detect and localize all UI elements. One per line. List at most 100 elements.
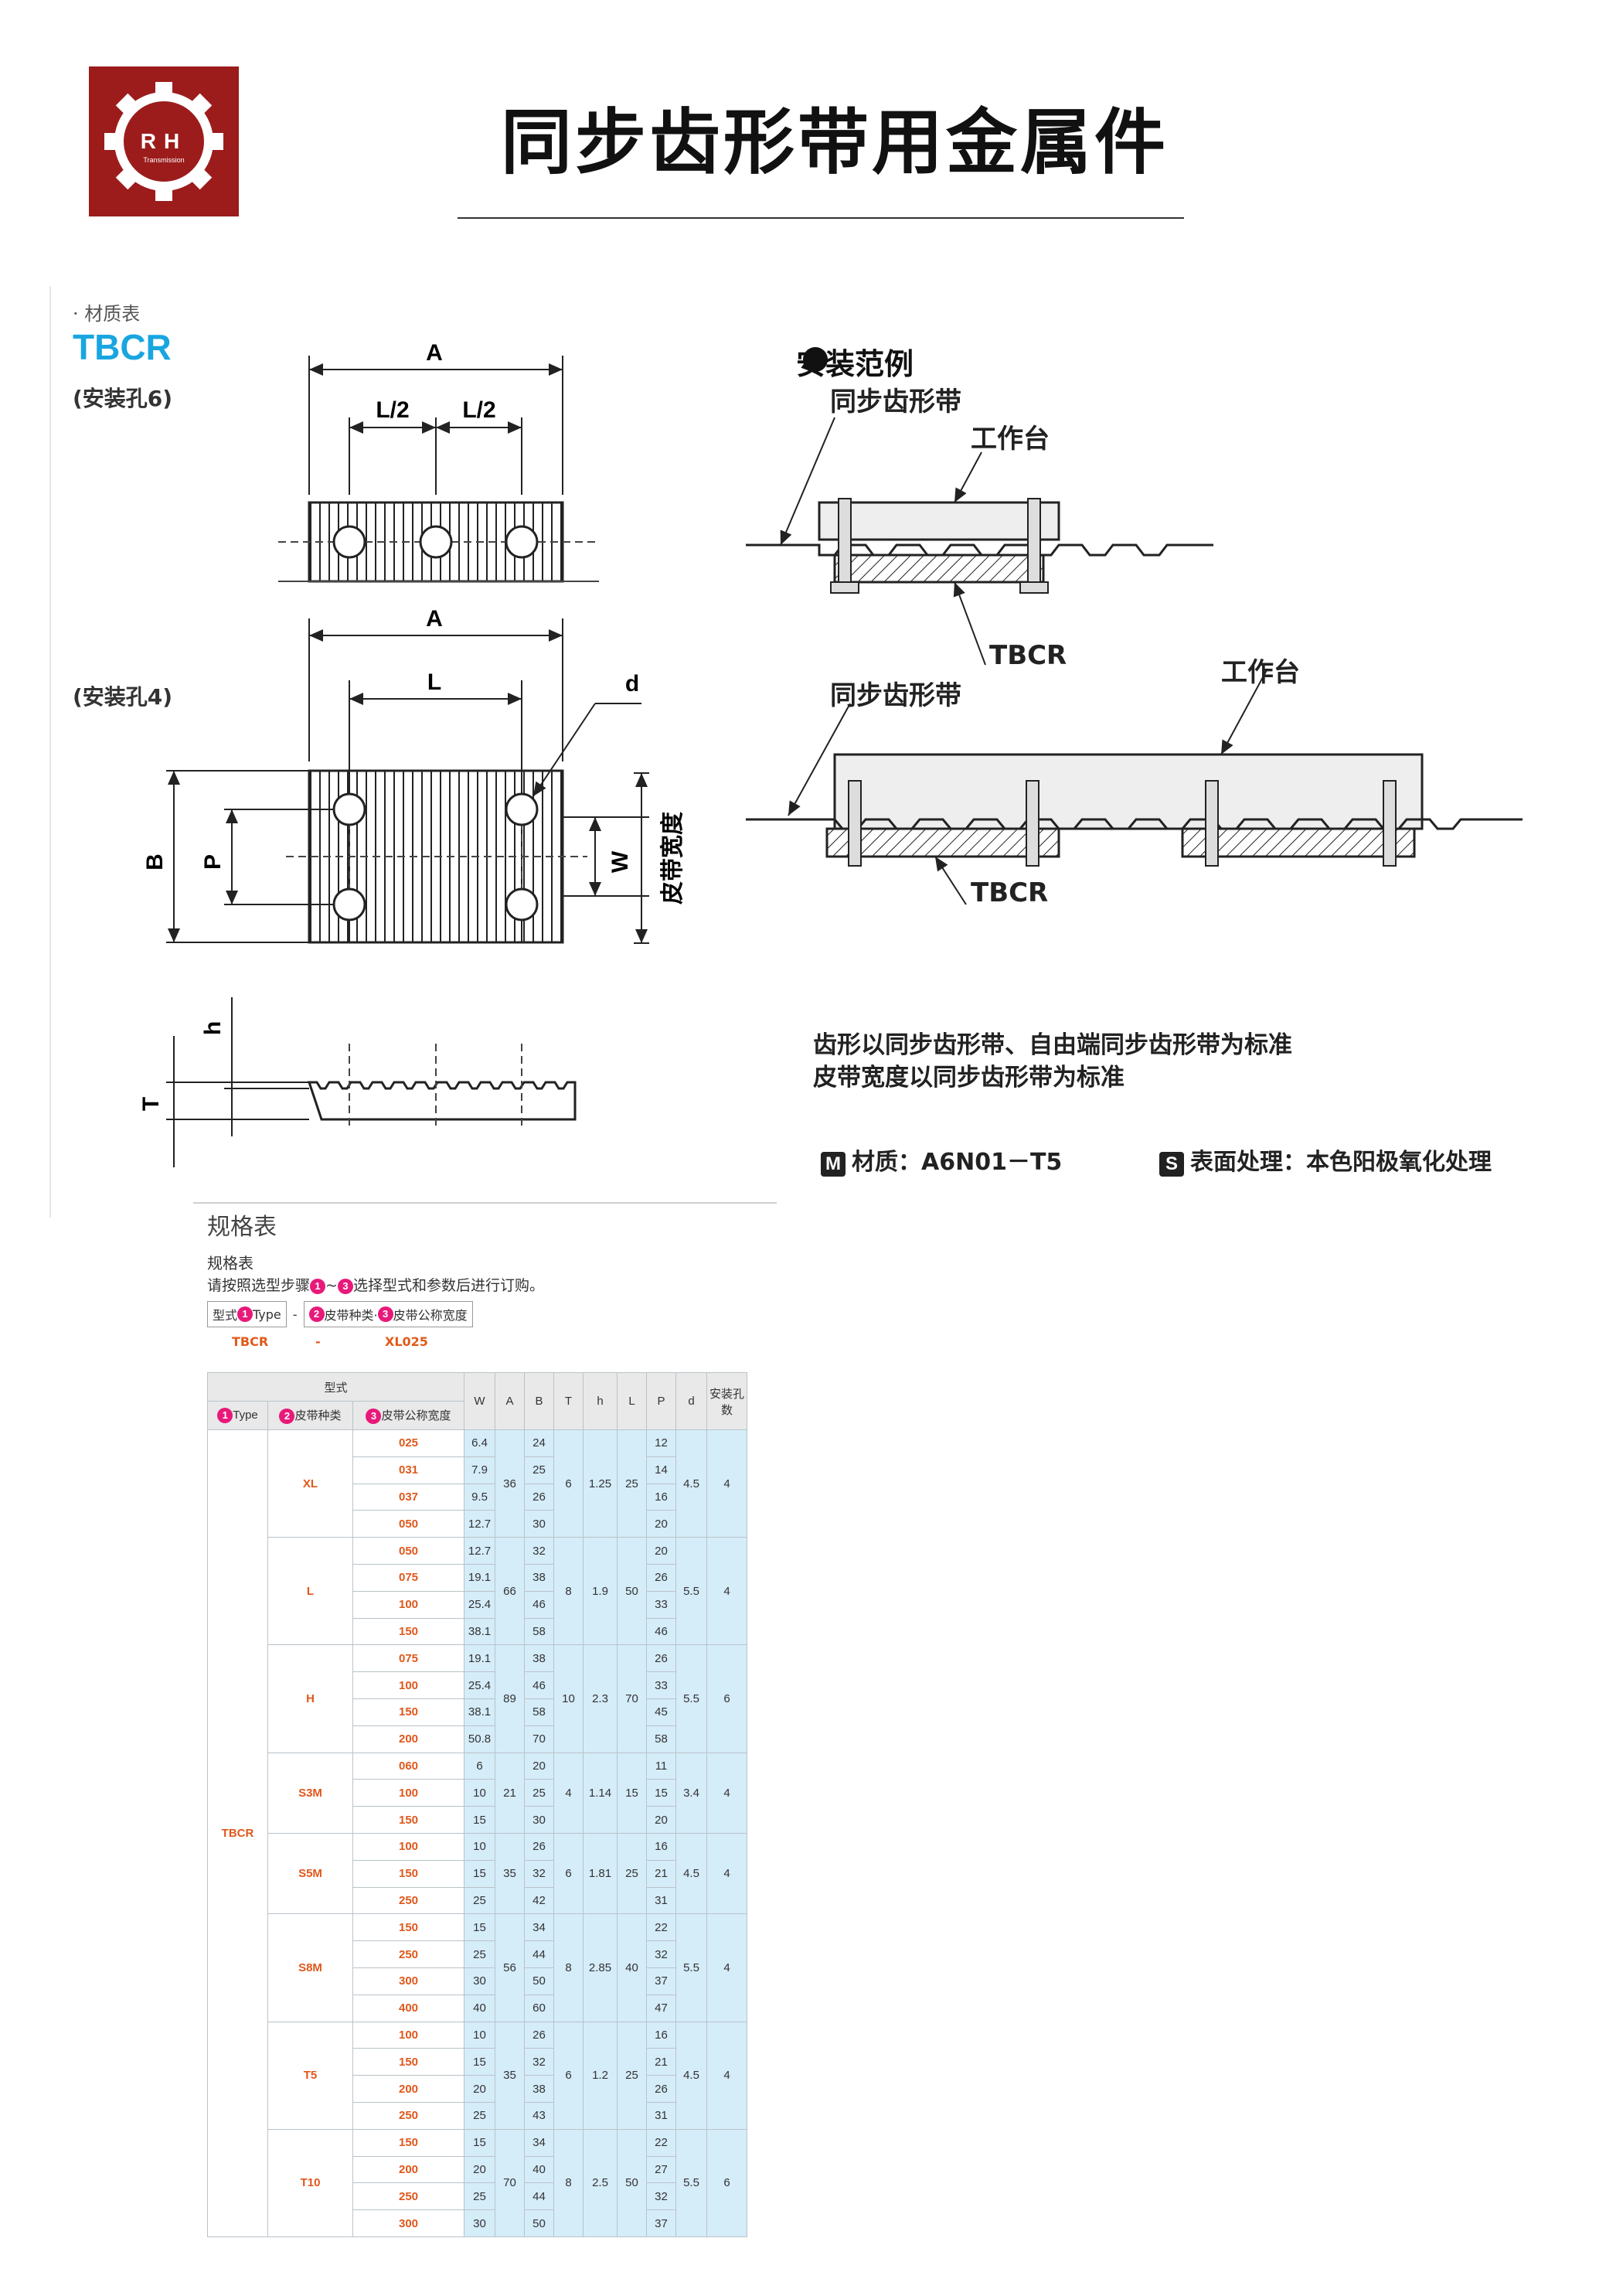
w-cell: 7.9 [464, 1456, 495, 1484]
p-cell: 20 [646, 1537, 676, 1565]
width-code-cell: 075 [352, 1644, 464, 1673]
w-cell: 15 [464, 1806, 495, 1834]
b-cell: 30 [524, 1510, 554, 1538]
b-cell: 25 [524, 1779, 554, 1807]
p-cell: 16 [646, 1483, 676, 1511]
w-cell: 25.4 [464, 1671, 495, 1699]
p-cell: 21 [646, 1859, 676, 1888]
w-cell: 40 [464, 1994, 495, 2022]
plate-6-holes [278, 356, 599, 583]
width-code-cell: 300 [352, 2209, 464, 2237]
b-cell: 32 [524, 1859, 554, 1888]
model-code: TBCR [73, 327, 172, 367]
header-w: W [464, 1372, 495, 1430]
b-cell: 26 [524, 1832, 554, 1861]
holes-cell: 4 [706, 1429, 747, 1538]
w-cell: 6.4 [464, 1429, 495, 1457]
surface-tag: S [1159, 1152, 1184, 1177]
w-cell: 30 [464, 2209, 495, 2237]
tbcr-label-2: TBCR [971, 877, 1049, 908]
p-cell: 32 [646, 2182, 676, 2211]
l-cell: 40 [617, 1913, 647, 2022]
page-title: 同步齿形带用金属件 [500, 101, 1169, 184]
width-code-cell: 200 [352, 2155, 464, 2184]
t-cell: 6 [553, 1429, 584, 1538]
b-cell: 38 [524, 2075, 554, 2103]
spec-title: 规格表 [207, 1214, 277, 1241]
dim-a-6: A [426, 340, 443, 366]
width-code-cell: 250 [352, 2101, 464, 2130]
dim-d: d [625, 671, 639, 697]
dim-t: T [138, 1097, 164, 1111]
b-cell: 43 [524, 2101, 554, 2130]
w-cell: 25 [464, 1886, 495, 1915]
width-code-cell: 100 [352, 1671, 464, 1699]
b-cell: 25 [524, 1456, 554, 1484]
p-cell: 47 [646, 1994, 676, 2022]
p-cell: 32 [646, 1940, 676, 1968]
w-cell: 25 [464, 1940, 495, 1968]
step-3-icon: 3 [377, 1306, 393, 1322]
d-cell: 3.4 [675, 1752, 707, 1834]
t-cell: 6 [553, 2021, 584, 2130]
p-cell: 15 [646, 1779, 676, 1807]
b-cell: 24 [524, 1429, 554, 1457]
b-cell: 34 [524, 1913, 554, 1942]
belt-type-cell: T10 [267, 2128, 353, 2237]
b-cell: 60 [524, 1994, 554, 2022]
p-cell: 16 [646, 1832, 676, 1861]
w-cell: 38.1 [464, 1617, 495, 1646]
note-tooth-profile: 齿形以同步齿形带、自由端同步齿形带为标准 [813, 1031, 1292, 1059]
d-cell: 4.5 [675, 2021, 707, 2130]
belt-type-cell: L [267, 1537, 353, 1646]
installation-example-title: 安装范例 [796, 347, 914, 381]
p-cell: 26 [646, 1644, 676, 1673]
p-cell: 33 [646, 1590, 676, 1619]
installation-example-drawing [746, 347, 1523, 905]
t-cell: 8 [553, 1537, 584, 1646]
h-cell: 1.9 [583, 1537, 618, 1646]
w-cell: 15 [464, 1859, 495, 1888]
width-code-cell: 150 [352, 1617, 464, 1646]
l-cell: 15 [617, 1752, 647, 1834]
width-code-cell: 100 [352, 1832, 464, 1861]
h-cell: 1.14 [583, 1752, 618, 1834]
b-cell: 34 [524, 2128, 554, 2157]
example-2 [746, 668, 1523, 905]
h-cell: 2.85 [583, 1913, 618, 2022]
a-cell: 56 [495, 1913, 525, 2022]
w-cell: 20 [464, 2075, 495, 2103]
holes-cell: 4 [706, 1913, 747, 2022]
w-cell: 12.7 [464, 1510, 495, 1538]
b-cell: 58 [524, 1698, 554, 1726]
header-t: T [553, 1372, 584, 1430]
holes6-label: (安装孔6) [73, 386, 173, 411]
b-cell: 26 [524, 2021, 554, 2049]
h-cell: 1.2 [583, 2021, 618, 2130]
holes-cell: 6 [706, 1644, 747, 1753]
belt-type-cell: T5 [267, 2021, 353, 2130]
p-cell: 58 [646, 1725, 676, 1753]
w-cell: 10 [464, 2021, 495, 2049]
p-cell: 16 [646, 2021, 676, 2049]
width-code-cell: 050 [352, 1537, 464, 1565]
b-cell: 46 [524, 1671, 554, 1699]
spec-subtitle: 规格表 [207, 1254, 253, 1272]
width-code-cell: 150 [352, 1698, 464, 1726]
width-code-cell: 100 [352, 2021, 464, 2049]
